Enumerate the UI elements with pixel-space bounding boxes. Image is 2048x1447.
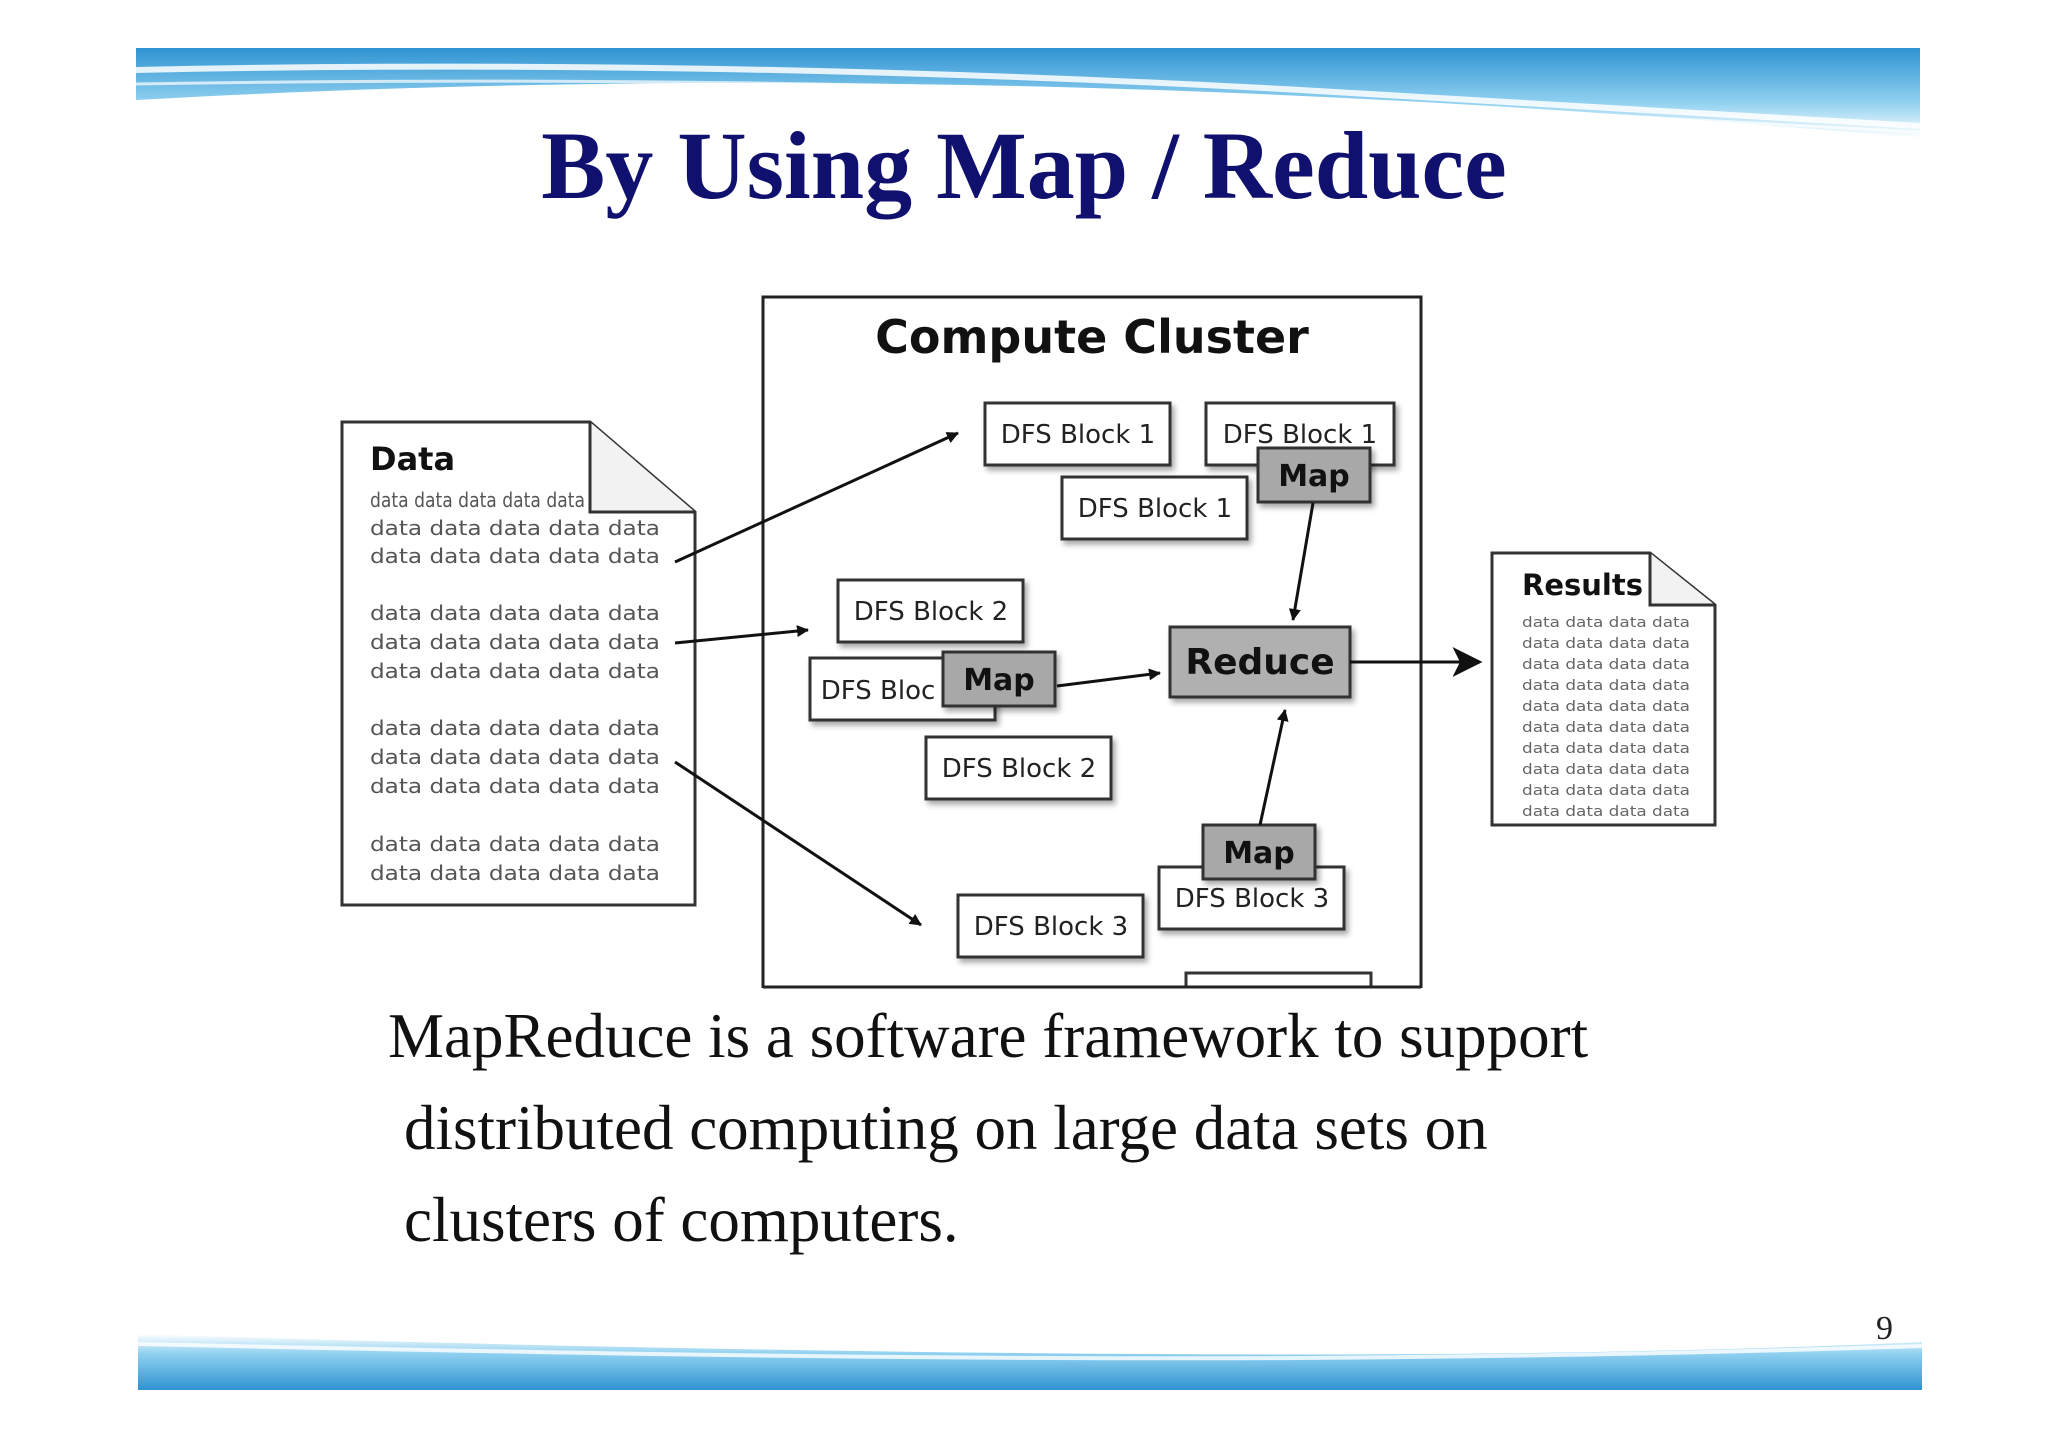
results-document-heading: Results bbox=[1522, 568, 1643, 602]
results-document: Results data data data data data data da… bbox=[1490, 551, 1717, 827]
body-paragraph: MapReduce is a software framework to sup… bbox=[388, 990, 1788, 1266]
slide-title: By Using Map / Reduce bbox=[541, 112, 1507, 219]
body-line: distributed computing on large data sets… bbox=[404, 1093, 1488, 1163]
frame-bottom-mask bbox=[760, 988, 1460, 990]
data-line: data data data data data bbox=[370, 774, 660, 798]
result-line: data data data data bbox=[1522, 783, 1690, 799]
dfs-block-label: DFS Block 3 bbox=[974, 912, 1128, 942]
arrow-data-to-block1 bbox=[674, 431, 959, 564]
result-line: data data data data bbox=[1522, 720, 1690, 736]
data-line: data data data data data bbox=[370, 601, 660, 625]
data-line: data data data data data bbox=[370, 861, 660, 885]
data-line: data data data data data bbox=[370, 745, 660, 769]
dfs-block-label: DFS Block 1 bbox=[1223, 420, 1377, 450]
data-line: data data data data data bbox=[370, 716, 660, 740]
compute-cluster-label: Compute Cluster bbox=[875, 310, 1309, 364]
data-line: data data data data data bbox=[370, 516, 660, 540]
dfs-block-label: DFS Block 1 bbox=[1001, 420, 1155, 450]
result-line: data data data data bbox=[1522, 615, 1690, 631]
result-line: data data data data bbox=[1522, 741, 1690, 757]
arrow-data-to-block2 bbox=[674, 625, 809, 645]
dfs-block-label: DFS Block 1 bbox=[1078, 494, 1232, 524]
dfs-block-label: DFS Block 3 bbox=[1175, 884, 1329, 914]
result-line: data data data data bbox=[1522, 699, 1690, 715]
result-line: data data data data bbox=[1522, 636, 1690, 652]
data-document: Data data data data data data data data … bbox=[340, 420, 697, 907]
map-box-1: Map bbox=[1256, 446, 1372, 504]
arrow-data-to-block3 bbox=[674, 760, 922, 927]
dfs-block-3a: DFS Block 3 bbox=[956, 893, 1145, 959]
map-box-2: Map bbox=[941, 650, 1057, 708]
result-line: data data data data bbox=[1522, 804, 1690, 820]
map-label: Map bbox=[963, 663, 1035, 698]
map-label: Map bbox=[1278, 459, 1350, 494]
data-line: data data data data data bbox=[370, 832, 660, 856]
data-line: data data data data data bbox=[370, 488, 585, 512]
dfs-block-label: DFS Block 2 bbox=[942, 754, 1096, 784]
top-wave-band bbox=[135, 48, 1921, 138]
dfs-block-2c: DFS Block 2 bbox=[924, 735, 1113, 801]
map-box-3: Map bbox=[1201, 823, 1317, 881]
arrow-map2-to-reduce bbox=[1056, 668, 1161, 688]
dfs-block-1c: DFS Block 1 bbox=[1060, 475, 1249, 541]
body-line: MapReduce is a software framework to sup… bbox=[388, 1001, 1589, 1071]
map-label: Map bbox=[1223, 836, 1295, 871]
data-document-heading: Data bbox=[370, 440, 455, 478]
mapreduce-diagram: Compute Cluster Data data data data data… bbox=[340, 295, 1717, 990]
dfs-block-label: DFS Block 2 bbox=[854, 597, 1008, 627]
data-line: data data data data data bbox=[370, 659, 660, 683]
arrow-map3-to-reduce bbox=[1258, 709, 1289, 826]
reduce-box: Reduce bbox=[1168, 625, 1352, 699]
body-line: clusters of computers. bbox=[404, 1185, 959, 1255]
result-line: data data data data bbox=[1522, 678, 1690, 694]
data-line: data data data data data bbox=[370, 630, 660, 654]
arrow-map1-to-reduce bbox=[1288, 502, 1315, 621]
result-line: data data data data bbox=[1522, 762, 1690, 778]
dfs-block-label: DFS Bloc bbox=[821, 676, 936, 706]
reduce-label: Reduce bbox=[1185, 642, 1334, 683]
bottom-wave-band bbox=[137, 1334, 1923, 1390]
dfs-block-1a: DFS Block 1 bbox=[983, 401, 1172, 467]
result-line: data data data data bbox=[1522, 657, 1690, 673]
data-line: data data data data data bbox=[370, 544, 660, 568]
page-number: 9 bbox=[1876, 1310, 1893, 1347]
dfs-block-2a: DFS Block 2 bbox=[836, 578, 1025, 644]
